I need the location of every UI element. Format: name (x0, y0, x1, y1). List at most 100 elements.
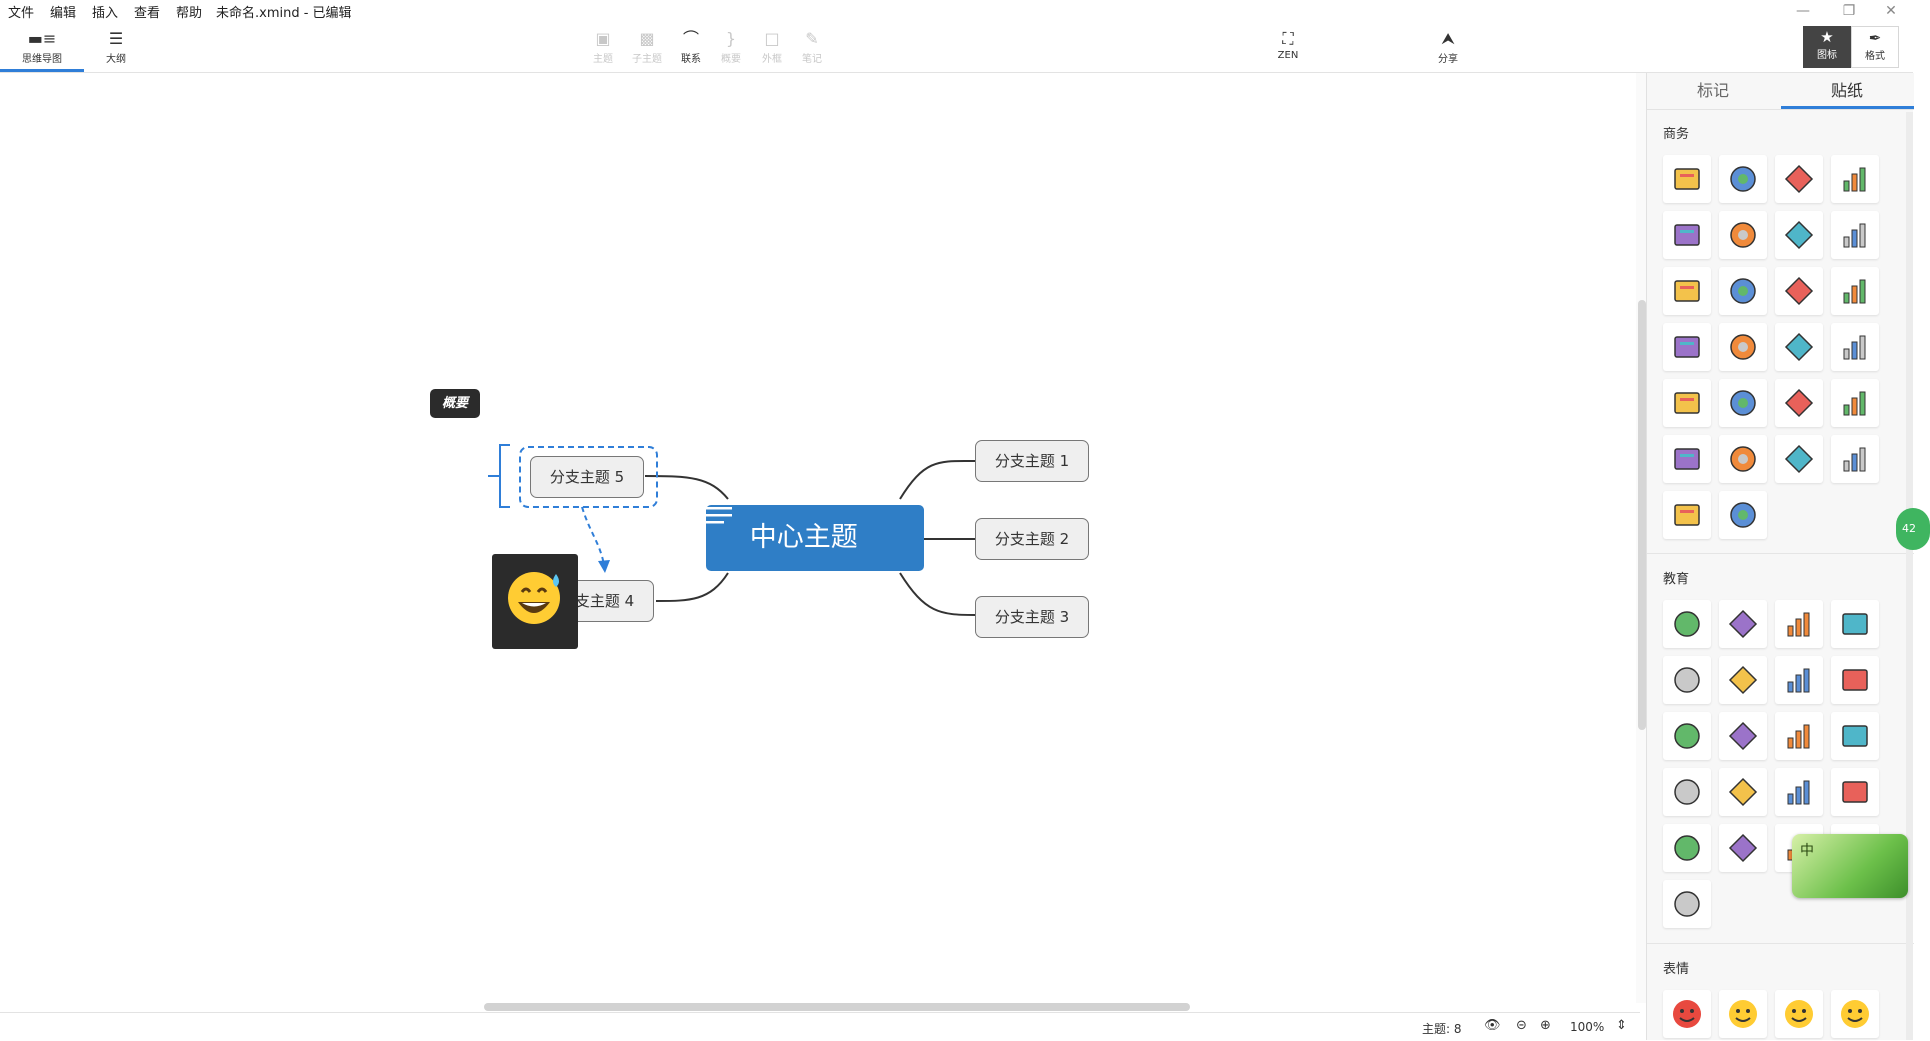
sticker-thumbnail[interactable] (1719, 824, 1767, 872)
sticker-thumbnail[interactable] (1775, 211, 1823, 259)
zen-button[interactable]: ⛶ ZEN (1258, 28, 1318, 70)
sticker-thumbnail[interactable] (1663, 323, 1711, 371)
sticker-thumbnail[interactable] (1663, 824, 1711, 872)
menu-file[interactable]: 文件 (8, 6, 35, 21)
sticker-thumbnail[interactable] (1775, 712, 1823, 760)
sticker-thumbnail[interactable] (1719, 211, 1767, 259)
branch-topic-1[interactable]: 分支主题 1 (975, 440, 1089, 482)
zoom-in-icon[interactable]: ⊕ (1540, 1018, 1551, 1033)
branch-topic-3[interactable]: 分支主题 3 (975, 596, 1089, 638)
menu-edit[interactable]: 编辑 (50, 6, 77, 21)
floating-badge[interactable]: 42 (1896, 508, 1930, 550)
canvas-vertical-scrollbar[interactable] (1638, 300, 1646, 730)
sticker-thumbnail[interactable] (1719, 379, 1767, 427)
sticker-thumbnail[interactable] (1775, 379, 1823, 427)
format-panel-label: 格式 (1865, 51, 1885, 62)
boundary-button[interactable]: □ 外框 (742, 28, 802, 70)
sticker-thumbnail[interactable] (1831, 990, 1879, 1038)
sticker-thumbnail[interactable] (1663, 491, 1711, 539)
notes-button[interactable]: ✎ 笔记 (782, 28, 842, 70)
sticker-thumbnail[interactable] (1775, 267, 1823, 315)
icon-panel-toggle[interactable]: ★ 图标 (1803, 26, 1851, 68)
sticker-thumbnail[interactable] (1831, 211, 1879, 259)
sticker-thumbnail[interactable] (1719, 267, 1767, 315)
sticker-thumbnail[interactable] (1775, 990, 1823, 1038)
sticker-thumbnail[interactable] (1663, 880, 1711, 928)
sticker-thumbnail[interactable] (1831, 600, 1879, 648)
minimize-icon[interactable]: — (1796, 3, 1810, 19)
sticker-thumbnail[interactable] (1719, 155, 1767, 203)
menu-view[interactable]: 查看 (134, 6, 161, 21)
panel-vertical-scrollbar[interactable] (1906, 112, 1913, 1040)
menu-help[interactable]: 帮助 (176, 6, 203, 21)
ime-widget[interactable]: 中 (1792, 834, 1908, 898)
sticker-thumbnail[interactable] (1775, 768, 1823, 816)
branch-topic-2[interactable]: 分支主题 2 (975, 518, 1089, 560)
sticker-thumbnail[interactable] (1775, 600, 1823, 648)
sticker-thumbnail[interactable] (1663, 267, 1711, 315)
summary-button[interactable]: } 概要 (701, 28, 761, 70)
sticker-thumbnail[interactable] (1663, 712, 1711, 760)
boundary-label: 外框 (762, 54, 782, 65)
sticker-thumbnail[interactable] (1831, 435, 1879, 483)
sticker-thumbnail[interactable] (1663, 656, 1711, 704)
sticker-thumbnail[interactable] (1719, 990, 1767, 1038)
sticker-thumbnail[interactable] (1775, 323, 1823, 371)
relationship-line[interactable] (581, 506, 605, 566)
restore-icon[interactable]: ❐ (1842, 3, 1856, 19)
central-topic[interactable]: 中心主题 (706, 505, 924, 571)
star-icon: ★ (1820, 28, 1834, 46)
sticker-thumbnail[interactable] (1775, 155, 1823, 203)
menu-insert[interactable]: 插入 (92, 6, 119, 21)
sticker-thumbnail[interactable] (1719, 323, 1767, 371)
sticker-thumbnail[interactable] (1831, 323, 1879, 371)
add-topic-button[interactable]: ▣ 主题 (573, 28, 633, 70)
sticker-thumbnail[interactable] (1719, 435, 1767, 483)
document-title: 未命名.xmind - 已编辑 (216, 6, 352, 21)
view-outline-button[interactable]: ☰ 大纲 (86, 28, 146, 70)
eye-icon[interactable]: 👁 (1484, 1018, 1501, 1033)
relationship-button[interactable]: ⌒ 联系 (661, 28, 721, 70)
sticker-thumbnail[interactable] (1831, 712, 1879, 760)
zoom-level[interactable]: 100% (1570, 1020, 1605, 1034)
view-mindmap-button[interactable]: ▬≡ 思维导图 (12, 28, 72, 70)
format-panel-toggle[interactable]: ✒ 格式 (1851, 26, 1899, 68)
sticker-thumbnail[interactable] (1663, 379, 1711, 427)
sticker-thumbnail[interactable] (1719, 600, 1767, 648)
sticker-thumbnail[interactable] (1831, 379, 1879, 427)
summary-topic[interactable]: 概要 (430, 389, 480, 418)
sticker-thumbnail[interactable] (1663, 990, 1711, 1038)
active-tab-indicator (1781, 106, 1914, 109)
add-subtopic-button[interactable]: ▩ 子主题 (617, 28, 677, 70)
sticker-thumbnail[interactable] (1719, 712, 1767, 760)
sticker-thumbnail[interactable] (1775, 656, 1823, 704)
mindmap-canvas[interactable]: 中心主题 (0, 73, 1636, 1003)
branch-topic-5[interactable]: 分支主题 5 (530, 456, 644, 498)
view-mindmap-label: 思维导图 (22, 54, 62, 65)
sticker-thumbnail[interactable] (1663, 768, 1711, 816)
sticker-thumbnail[interactable] (1719, 768, 1767, 816)
sticker-card[interactable] (492, 554, 578, 649)
tab-markers[interactable]: 标记 (1696, 81, 1729, 100)
connector-branch-1 (899, 459, 976, 500)
sticker-thumbnail[interactable] (1831, 656, 1879, 704)
tab-stickers[interactable]: 贴纸 (1830, 81, 1863, 100)
sticker-thumbnail[interactable] (1663, 600, 1711, 648)
sticker-thumbnail[interactable] (1663, 435, 1711, 483)
sticker-thumbnail[interactable] (1831, 267, 1879, 315)
topic-count: 主题: 8 (1422, 1022, 1462, 1036)
horizontal-scrollbar[interactable] (484, 1003, 1190, 1011)
zoom-out-icon[interactable]: ⊝ (1516, 1018, 1527, 1033)
sticker-thumbnail[interactable] (1831, 155, 1879, 203)
sticker-thumbnail[interactable] (1663, 211, 1711, 259)
sticker-thumbnail[interactable] (1719, 491, 1767, 539)
zoom-stepper-icon[interactable]: ⇕ (1616, 1018, 1627, 1033)
share-button[interactable]: ⮝ 分享 (1418, 28, 1478, 70)
close-icon[interactable]: ✕ (1885, 3, 1897, 19)
pencil-icon: ✎ (805, 29, 819, 48)
sticker-thumbnail[interactable] (1719, 656, 1767, 704)
sticker-thumbnail[interactable] (1775, 435, 1823, 483)
sticker-thumbnail[interactable] (1663, 155, 1711, 203)
view-outline-label: 大纲 (106, 54, 126, 65)
sticker-thumbnail[interactable] (1831, 768, 1879, 816)
